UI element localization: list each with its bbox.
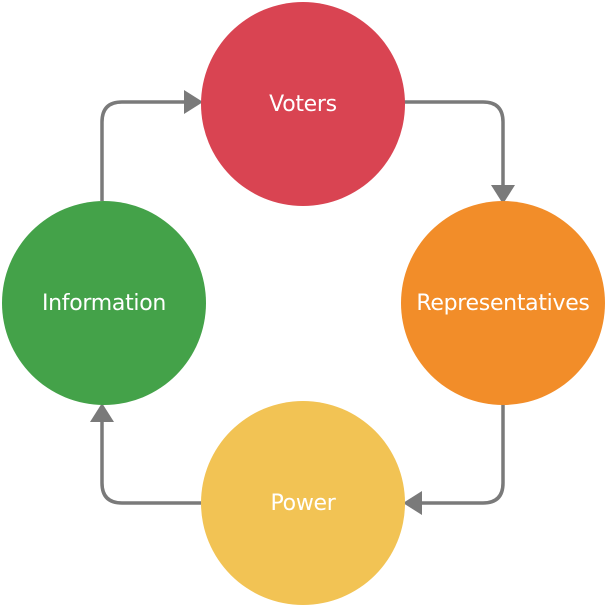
arrowhead-representatives (491, 185, 515, 204)
voters-node: Voters (201, 2, 405, 206)
representatives-node: Representatives (401, 201, 605, 405)
arrowhead-power (403, 491, 422, 515)
arrowhead-information (90, 403, 114, 422)
information-label: Information (41, 290, 167, 316)
power-node: Power (201, 401, 405, 605)
arrow-power-to-information (100, 420, 201, 505)
voters-label: Voters (269, 91, 337, 117)
representatives-label: Representatives (416, 290, 590, 316)
arrow-voters-to-representatives (404, 100, 505, 186)
power-label: Power (270, 490, 336, 516)
information-node: Information (2, 201, 206, 405)
arrowhead-voters (184, 90, 203, 114)
arrow-representatives-to-power (420, 404, 505, 505)
arrow-information-to-voters (100, 100, 186, 201)
